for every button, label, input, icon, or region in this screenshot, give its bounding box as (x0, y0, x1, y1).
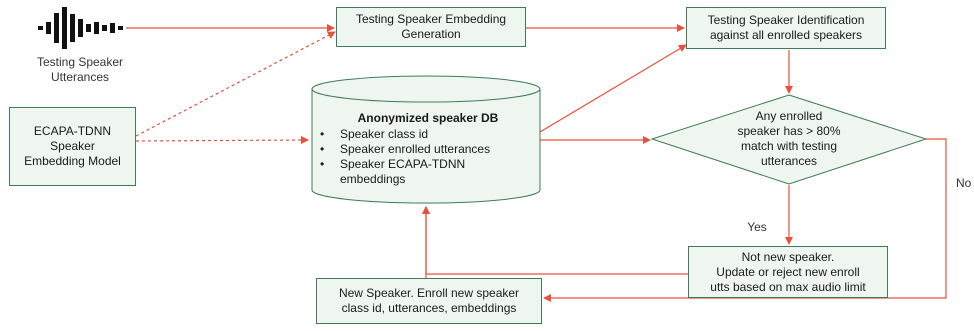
audio-waveform-icon (38, 7, 123, 49)
edge-label-yes: Yes (747, 220, 767, 234)
database-item-utterances: Speaker enrolled utterances (320, 142, 538, 157)
not-new-speaker-box: Not new speaker. Update or reject new en… (688, 246, 888, 298)
arrow-not-new-to-db (422, 206, 688, 275)
ecapa-model-box: ECAPA-TDNN Speaker Embedding Model (9, 107, 136, 186)
identification-box: Testing Speaker Identification against a… (686, 7, 886, 49)
embedding-generation-box: Testing Speaker Embedding Generation (336, 7, 526, 47)
decision-text: Any enrolled speaker has > 80% match wit… (737, 109, 841, 168)
arrow-model-to-db-dotted (135, 136, 309, 145)
database-item-embeddings: Speaker ECAPA-TDNN embeddings (320, 157, 538, 187)
new-speaker-box: New Speaker. Enroll new speaker class id… (316, 278, 542, 324)
arrow-db-to-identification (539, 44, 687, 133)
database-content: Anonymized speaker DB Speaker class id S… (318, 111, 538, 187)
utterances-label: Testing Speaker Utterances (36, 55, 124, 84)
edge-label-no: No (956, 176, 972, 190)
arrow-decision-no (543, 138, 947, 302)
database-title: Anonymized speaker DB (357, 111, 499, 125)
database-item-class-id: Speaker class id (320, 127, 538, 142)
arrow-model-to-embedding-dotted (135, 31, 336, 137)
decision-diamond (650, 94, 928, 185)
